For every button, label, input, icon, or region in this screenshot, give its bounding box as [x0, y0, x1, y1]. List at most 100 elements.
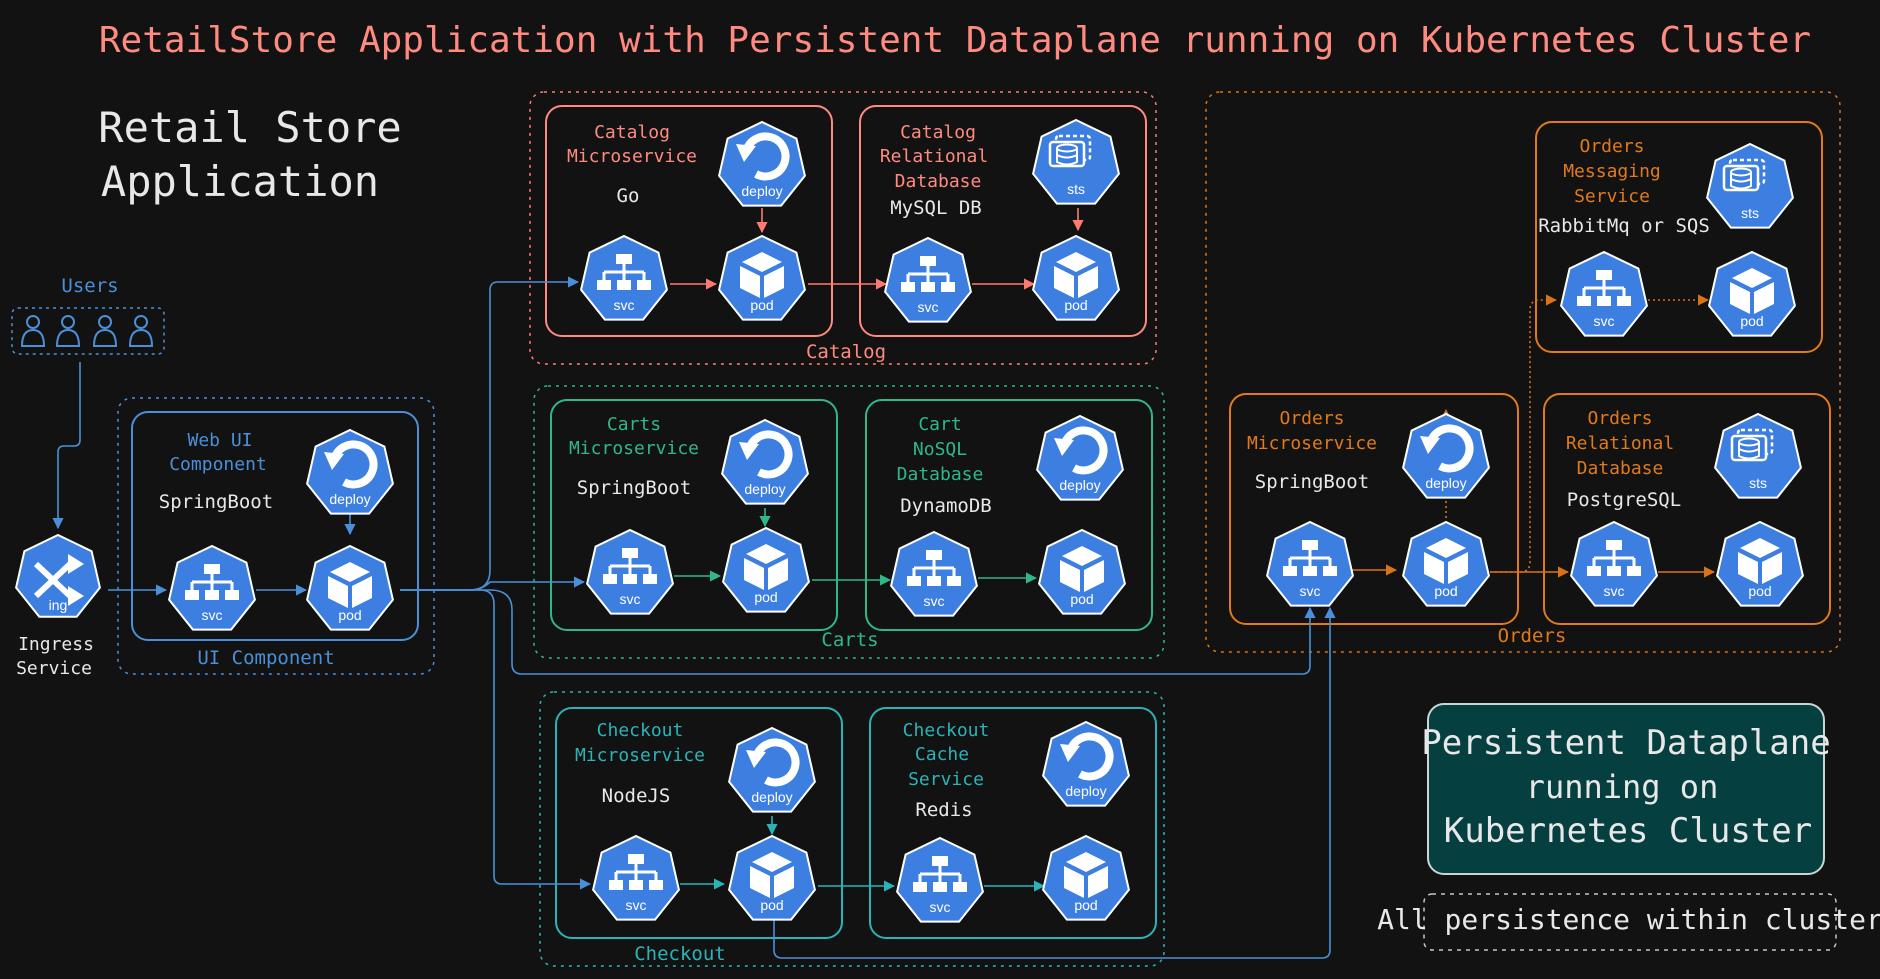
- orders-svc-icon: svc: [1266, 520, 1354, 607]
- catalog-db-line1: Catalog: [900, 122, 976, 143]
- carts-svc-icon: svc: [586, 528, 674, 615]
- carts-db-line3: Database: [897, 464, 984, 485]
- checkout-ms-line2: Microservice: [575, 745, 705, 766]
- carts-ms-box: [550, 399, 838, 631]
- pod-label: pod: [760, 897, 783, 913]
- sts-label: sts: [1067, 181, 1085, 197]
- svc-label: svc: [918, 299, 939, 315]
- orders-mq-sts-icon: sts: [1706, 142, 1794, 229]
- svc-label: svc: [614, 297, 635, 313]
- ui-to-carts-arrow: [400, 576, 586, 591]
- carts-db-deploy-icon: deploy: [1036, 414, 1124, 501]
- carts-ms-line1: Carts: [607, 414, 661, 435]
- deploy-label: deploy: [1059, 477, 1100, 493]
- catalog-db-line2: Relational: [880, 146, 988, 167]
- users-frame: [11, 307, 165, 355]
- checkout-cache-box: [869, 707, 1157, 939]
- ui-name-line2: Component: [169, 454, 267, 475]
- svc-label: svc: [1300, 583, 1321, 599]
- ui-name-line1: Web UI: [187, 430, 252, 451]
- panel-line1: Persistent Dataplane: [1421, 723, 1830, 763]
- orders-mq-svc-icon: svc: [1560, 250, 1648, 337]
- ui-svc-icon: svc: [168, 544, 256, 631]
- carts-db-line2: NoSQL: [913, 439, 967, 460]
- checkout-cache-svc-icon: svc: [896, 836, 984, 923]
- users-label: Users: [61, 275, 118, 297]
- svc-label: svc: [1594, 313, 1615, 329]
- users-icon: [20, 315, 154, 347]
- deploy-label: deploy: [1425, 475, 1466, 491]
- orders-db-pod-icon: pod: [1716, 520, 1804, 607]
- catalog-pod-icon: pod: [718, 234, 806, 321]
- orders-db-svc-icon: svc: [1570, 520, 1658, 607]
- orders-mq-line2: Messaging: [1563, 161, 1661, 182]
- orders-ms-box: [1229, 393, 1519, 625]
- carts-db-box: [865, 399, 1153, 631]
- ui-to-orders-arrow: [400, 589, 1316, 675]
- pod-label: pod: [1434, 583, 1457, 599]
- pod-label: pod: [1748, 583, 1771, 599]
- carts-db-tech: DynamoDB: [900, 495, 992, 517]
- carts-db-pod-icon: pod: [1038, 528, 1126, 615]
- ui-component-box: [131, 411, 419, 641]
- catalog-db-sts-icon: sts: [1032, 118, 1120, 205]
- ui-deploy-icon: deploy: [306, 428, 394, 515]
- svc-label: svc: [620, 591, 641, 607]
- checkout-cache-line3: Service: [908, 769, 984, 790]
- orders-db-line2: Relational: [1566, 433, 1674, 454]
- orders-pod-to-mq-arrow: [1490, 294, 1558, 573]
- checkout-svc-icon: svc: [592, 834, 680, 921]
- svc-label: svc: [930, 899, 951, 915]
- catalog-group-label: Catalog: [806, 341, 886, 363]
- ui-tech: SpringBoot: [159, 491, 273, 513]
- orders-mq-line3: Service: [1574, 186, 1650, 207]
- ui-to-checkout-arrow: [400, 589, 592, 890]
- carts-pod-icon: pod: [722, 526, 810, 613]
- pod-label: pod: [1074, 897, 1097, 913]
- deploy-label: deploy: [1065, 783, 1106, 799]
- orders-mq-line1: Orders: [1579, 136, 1644, 157]
- catalog-ms-line1: Catalog: [594, 122, 670, 143]
- dataplane-panel: [1427, 703, 1825, 875]
- catalog-svc-icon: svc: [580, 234, 668, 321]
- ui-group-label: UI Component: [197, 647, 334, 669]
- deploy-label: deploy: [329, 491, 370, 507]
- ingress-icon-label: ing: [49, 597, 68, 613]
- pod-label: pod: [754, 589, 777, 605]
- orders-ms-tech: SpringBoot: [1255, 471, 1369, 493]
- checkout-cache-line1: Checkout: [903, 720, 990, 741]
- orders-db-tech: PostgreSQL: [1567, 489, 1681, 511]
- checkout-pod-icon: pod: [728, 834, 816, 921]
- app-heading-line1: Retail Store: [98, 103, 401, 152]
- svc-label: svc: [924, 593, 945, 609]
- catalog-db-box: [859, 105, 1147, 337]
- orders-db-sts-icon: sts: [1714, 412, 1802, 499]
- sts-label: sts: [1741, 205, 1759, 221]
- checkout-ms-box: [555, 707, 843, 939]
- pod-label: pod: [1064, 297, 1087, 313]
- ingress-icon: ing: [15, 533, 101, 618]
- diagram-title: RetailStore Application with Persistent …: [99, 20, 1811, 61]
- checkout-cache-tech: Redis: [915, 799, 972, 821]
- sts-label: sts: [1749, 475, 1767, 491]
- deploy-label: deploy: [744, 481, 785, 497]
- pod-label: pod: [338, 607, 361, 623]
- pod-label: pod: [750, 297, 773, 313]
- persistence-note: All persistence within cluster: [1377, 903, 1880, 936]
- persistence-note-frame: [1423, 893, 1837, 951]
- orders-deploy-icon: deploy: [1402, 412, 1490, 499]
- carts-ms-line2: Microservice: [569, 438, 699, 459]
- carts-ms-tech: SpringBoot: [577, 477, 691, 499]
- catalog-ms-tech: Go: [617, 185, 640, 207]
- deploy-label: deploy: [741, 183, 782, 199]
- catalog-db-pod-icon: pod: [1032, 234, 1120, 321]
- orders-ms-line1: Orders: [1279, 408, 1344, 429]
- ingress-label-line2: Service: [16, 658, 92, 679]
- pod-label: pod: [1070, 591, 1093, 607]
- panel-line3: Kubernetes Cluster: [1444, 811, 1812, 851]
- orders-mq-pod-icon: pod: [1708, 250, 1796, 337]
- checkout-to-orders-arrow: [773, 606, 1336, 959]
- carts-group-label: Carts: [821, 629, 878, 651]
- catalog-ms-box: [545, 105, 833, 337]
